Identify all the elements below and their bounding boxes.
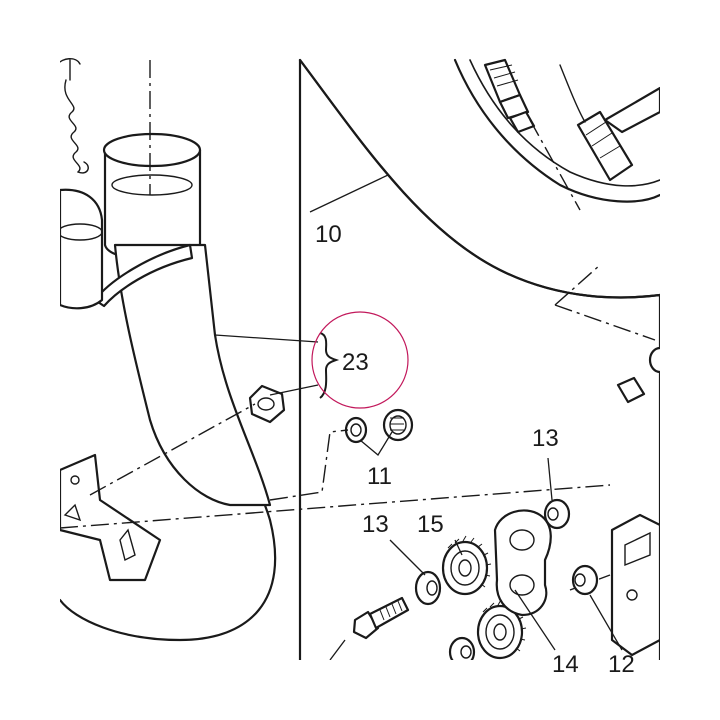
bottom-mask: [0, 660, 720, 720]
leader-lines: [214, 174, 623, 661]
callout-12: 12: [608, 651, 635, 678]
link-plate-14: [493, 509, 552, 617]
callout-10: 10: [315, 221, 342, 248]
wiring-harness: [453, 58, 662, 211]
connector-plug: [559, 64, 662, 182]
sensor-body: [483, 58, 536, 134]
brace-23: [319, 332, 340, 399]
spring: [57, 58, 89, 174]
gear-15: [441, 535, 492, 596]
castle-nut: [248, 384, 286, 424]
callout-13-right: 13: [532, 425, 559, 452]
callout-13-left: 13: [362, 511, 389, 538]
tube-assembly: [57, 58, 272, 507]
hex-bolt: [352, 596, 410, 640]
washer-12: [571, 564, 599, 596]
callout-15: 15: [417, 511, 444, 538]
left-mask: [0, 0, 60, 720]
washer-set-11: [344, 408, 414, 444]
top-mask: [0, 0, 720, 58]
callout-14: 14: [552, 651, 579, 678]
washer-13-left: [414, 570, 442, 606]
highlight-circle: [311, 311, 409, 409]
mounting-bracket: [58, 453, 162, 582]
pivot-block: [610, 513, 662, 657]
washer-13-right: [543, 498, 571, 530]
right-mask: [660, 0, 720, 720]
callout-11: 11: [367, 463, 392, 490]
callout-23: 23: [342, 349, 369, 376]
